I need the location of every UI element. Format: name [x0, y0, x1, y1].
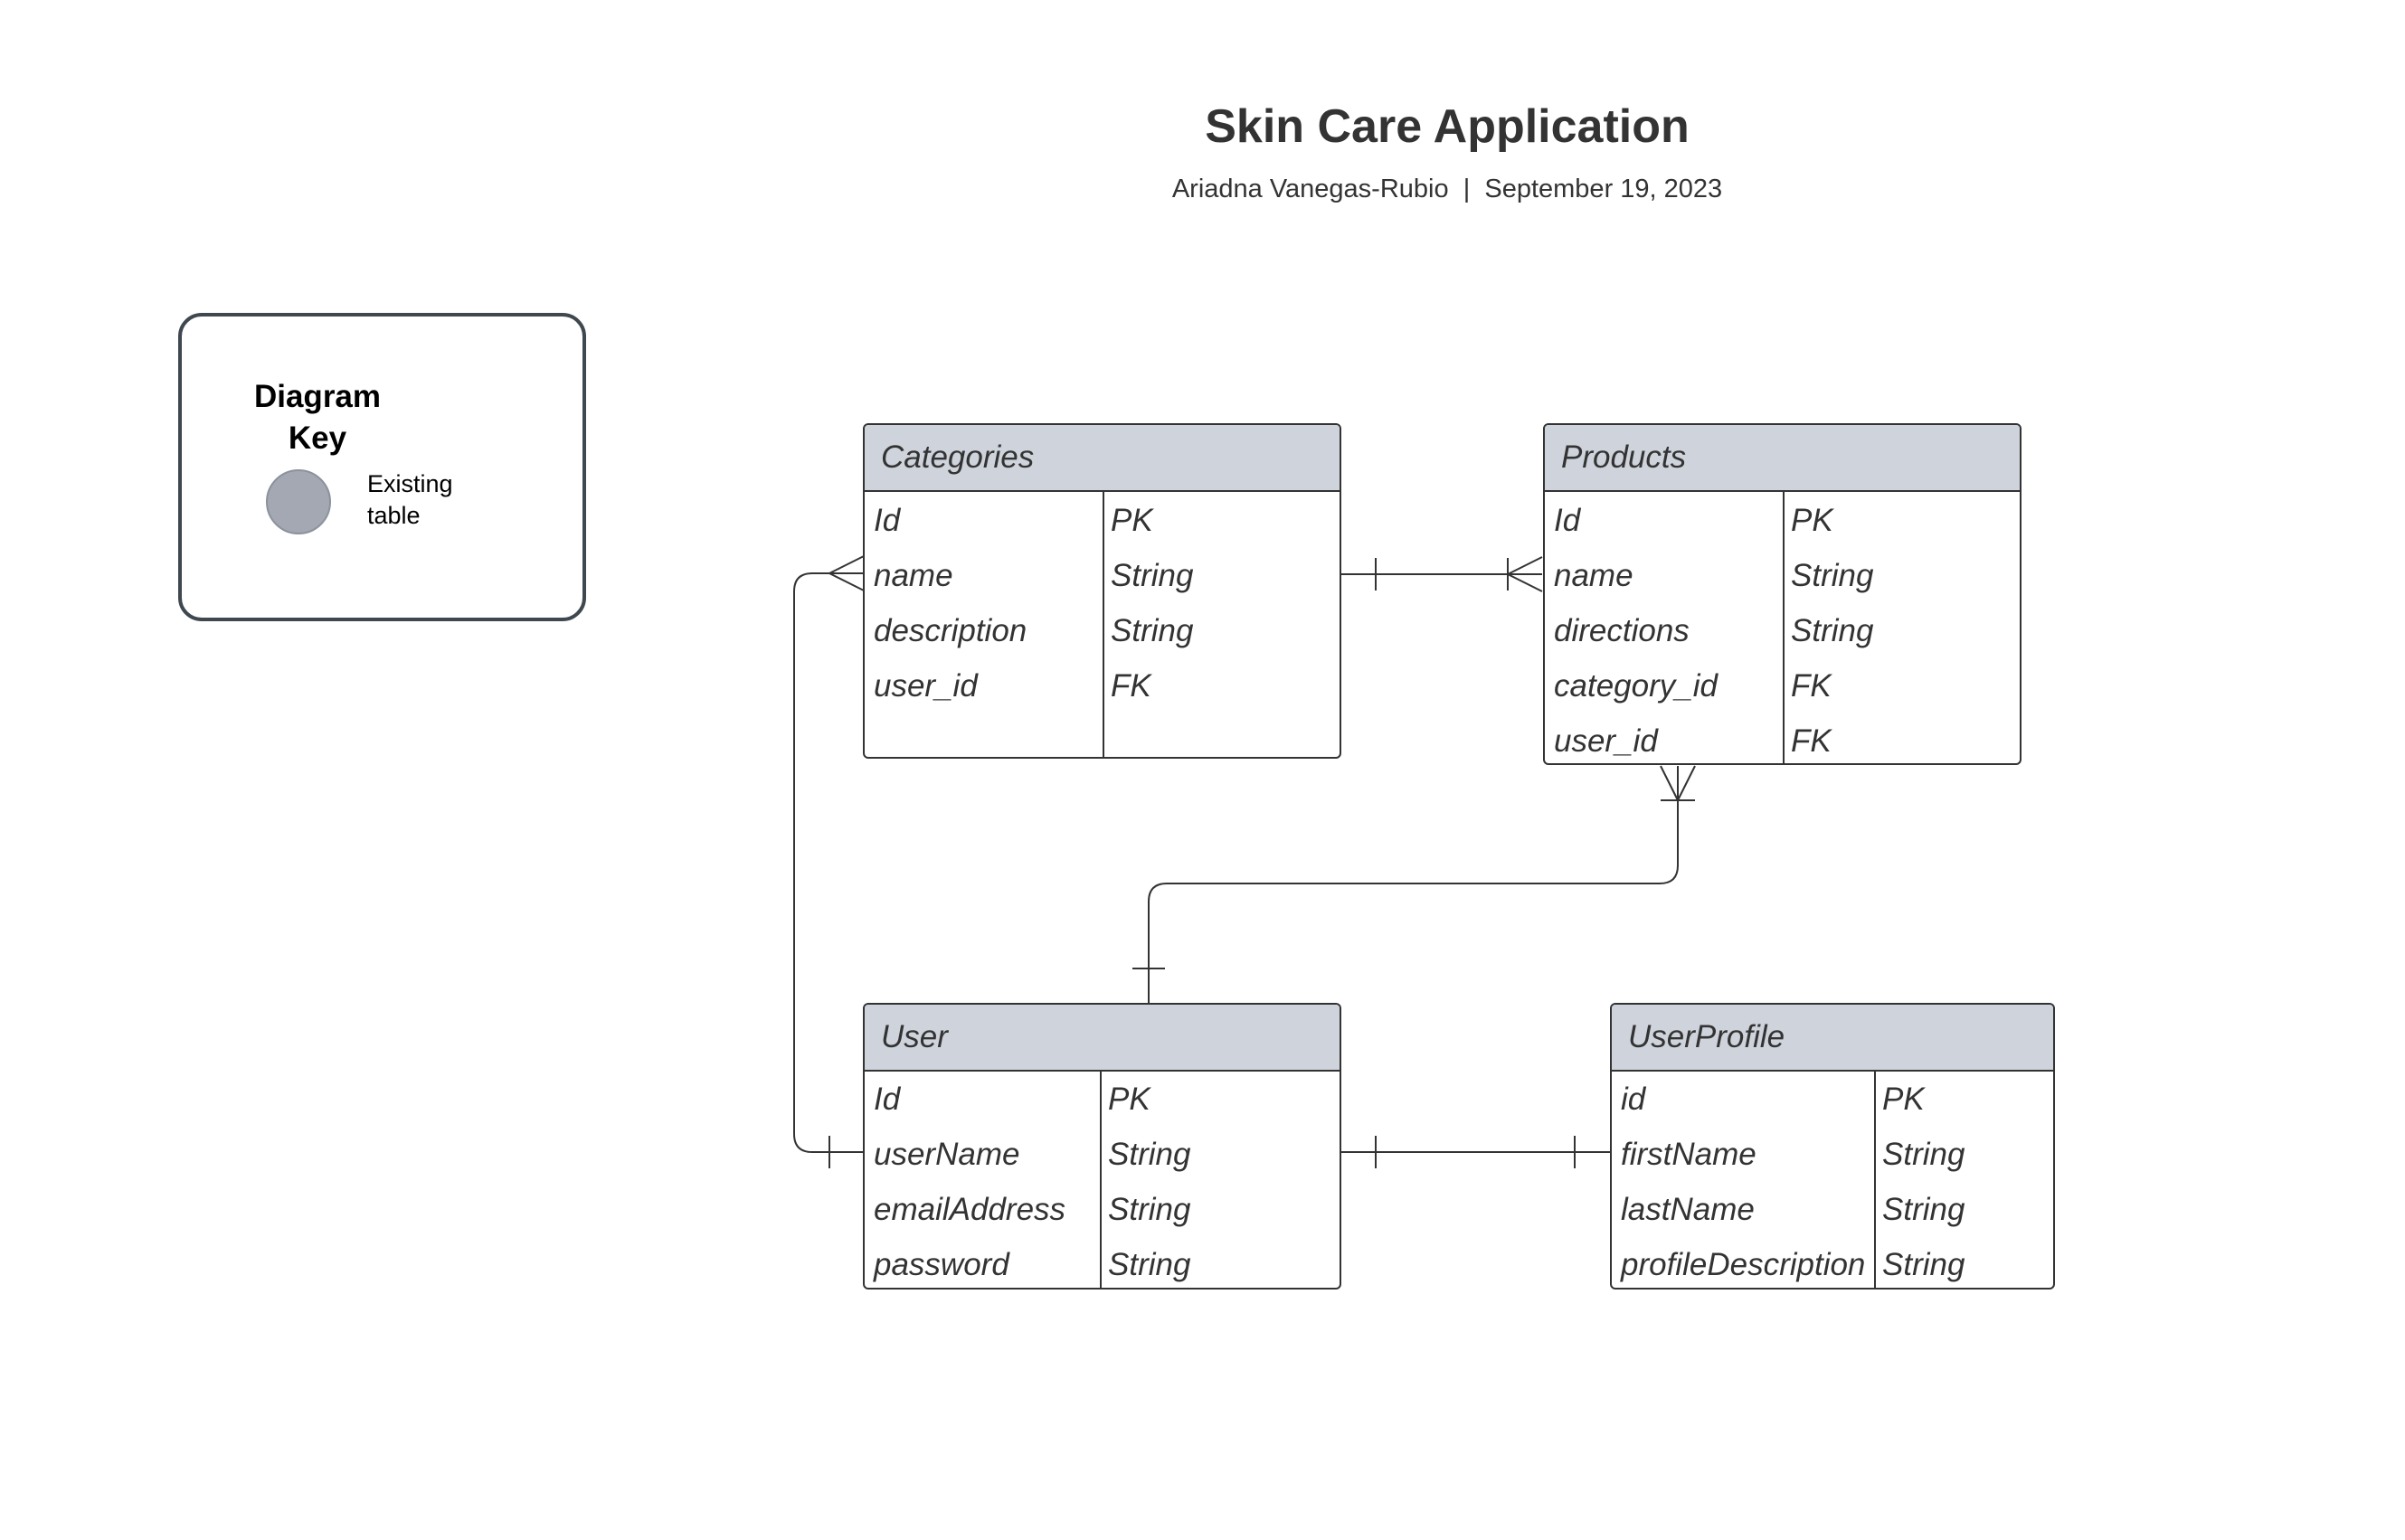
entity-userprofile-header: UserProfile — [1612, 1005, 2053, 1072]
field-row: firstName String — [1612, 1127, 2053, 1182]
field-name: lastName — [1621, 1191, 1755, 1227]
field-row: password String — [865, 1237, 1340, 1288]
entity-user-header: User — [865, 1005, 1340, 1072]
field-name: password — [874, 1246, 1009, 1282]
field-type: String — [1882, 1136, 1965, 1172]
field-type: FK — [1791, 723, 1832, 759]
field-row: emailAddress String — [865, 1182, 1340, 1237]
entity-userprofile-fields: id PK firstName String lastName String p… — [1612, 1072, 2053, 1288]
field-name: firstName — [1621, 1136, 1756, 1172]
field-type: String — [1791, 612, 1874, 648]
entity-categories-header: Categories — [865, 425, 1340, 492]
field-type: String — [1111, 557, 1194, 593]
field-row: description String — [865, 603, 1340, 658]
entity-userprofile[interactable]: UserProfile id PK firstName String lastN… — [1610, 1003, 2055, 1290]
field-type: String — [1882, 1191, 1965, 1227]
field-type: String — [1108, 1191, 1191, 1227]
connector-categories-products[interactable] — [1340, 556, 1543, 592]
field-name: description — [874, 612, 1027, 648]
diagram-key-title: Diagram Key — [253, 379, 382, 456]
field-name: emailAddress — [874, 1191, 1066, 1227]
connector-user-products[interactable] — [1132, 765, 1696, 1004]
entity-user[interactable]: User Id PK userName String emailAddress … — [863, 1003, 1341, 1290]
existing-table-swatch — [266, 469, 331, 534]
field-row: user_id FK — [865, 658, 1340, 713]
field-name: userName — [874, 1136, 1020, 1172]
field-type: String — [1791, 557, 1874, 593]
field-row: profileDescription String — [1612, 1237, 2053, 1288]
field-name: id — [1621, 1081, 1646, 1117]
field-type: String — [1882, 1246, 1965, 1282]
field-row: category_id FK — [1545, 658, 2020, 713]
field-type: PK — [1111, 502, 1153, 538]
field-row: name String — [1545, 548, 2020, 603]
field-row: directions String — [1545, 603, 2020, 658]
entity-categories-fields: Id PK name String description String use… — [865, 492, 1340, 757]
field-name: profileDescription — [1621, 1246, 1866, 1282]
entity-categories[interactable]: Categories Id PK name String description… — [863, 423, 1341, 759]
connector-user-categories[interactable] — [793, 555, 865, 1168]
diagram-key: Diagram Key Existing table — [178, 313, 586, 621]
diagram-title: Skin Care Application — [1205, 100, 1690, 153]
field-type: String — [1111, 612, 1194, 648]
entity-products-fields: Id PK name String directions String cate… — [1545, 492, 2020, 763]
field-row: id PK — [1612, 1072, 2053, 1127]
field-name: name — [874, 557, 953, 593]
field-type: String — [1108, 1246, 1191, 1282]
field-type: FK — [1111, 667, 1151, 704]
field-type: PK — [1108, 1081, 1150, 1117]
field-row: name String — [865, 548, 1340, 603]
field-row: Id PK — [1545, 493, 2020, 548]
field-name: Id — [1554, 502, 1581, 538]
field-name: directions — [1554, 612, 1690, 648]
field-type: FK — [1791, 667, 1832, 704]
field-name: Id — [874, 502, 901, 538]
connector-user-userprofile[interactable] — [1340, 1136, 1610, 1168]
field-row: lastName String — [1612, 1182, 2053, 1237]
entity-products-header: Products — [1545, 425, 2020, 492]
diagram-subtitle: Ariadna Vanegas-Rubio | September 19, 20… — [1171, 175, 1723, 203]
field-name: user_id — [1554, 723, 1658, 759]
field-row: Id PK — [865, 493, 1340, 548]
field-name: name — [1554, 557, 1633, 593]
field-row: userName String — [865, 1127, 1340, 1182]
field-name: user_id — [874, 667, 978, 704]
field-type: String — [1108, 1136, 1191, 1172]
field-name: category_id — [1554, 667, 1718, 704]
field-type: PK — [1791, 502, 1833, 538]
entity-products[interactable]: Products Id PK name String directions St… — [1543, 423, 2022, 765]
entity-user-fields: Id PK userName String emailAddress Strin… — [865, 1072, 1340, 1288]
field-row: user_id FK — [1545, 713, 2020, 763]
field-type: PK — [1882, 1081, 1925, 1117]
field-name: Id — [874, 1081, 901, 1117]
existing-table-label: Existing table — [367, 470, 453, 529]
field-row: Id PK — [865, 1072, 1340, 1127]
